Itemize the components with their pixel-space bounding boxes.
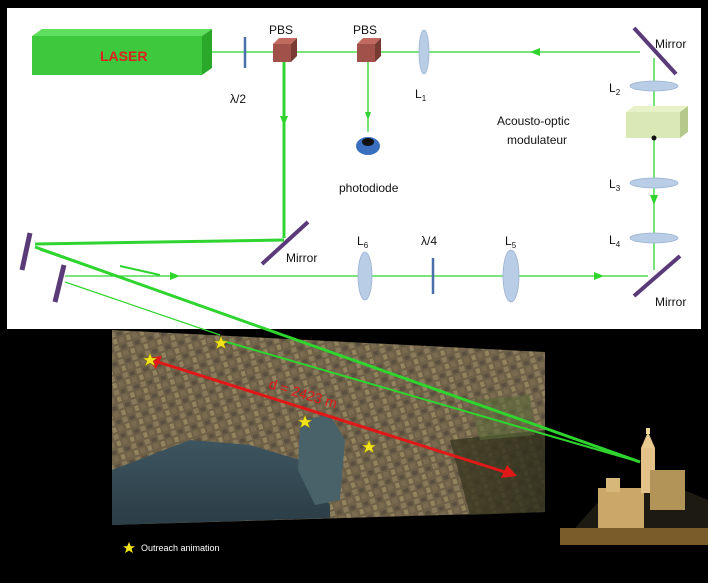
aom-label-line2: modulateur: [507, 133, 567, 147]
acousto-optic-modulator: [626, 106, 688, 141]
beam-to-map-upper: [64, 281, 221, 336]
mirror-bottom-right-label: Mirror: [655, 295, 686, 309]
mirror-left-2: [52, 264, 67, 303]
pbs-left: [273, 38, 297, 62]
lens-L6-label: L6: [357, 234, 369, 250]
lens-L3-label: L3: [609, 177, 621, 193]
star-icon: [142, 352, 158, 367]
mirror-left-1: [19, 232, 33, 271]
distance-arrow: [146, 356, 517, 478]
mirror-top-right-label: Mirror: [655, 37, 686, 51]
hill-area: [450, 430, 545, 515]
lens-L4-label: L4: [609, 233, 621, 249]
basilica-image: [560, 428, 708, 545]
arrow-bottom-right: [170, 272, 180, 280]
old-port: [298, 415, 345, 505]
photodiode-label: photodiode: [339, 181, 399, 195]
star-icon: [213, 335, 229, 350]
mirror-middle: [260, 220, 310, 266]
harbor-water: [112, 440, 330, 525]
outreach-stars: [142, 335, 377, 454]
pbs-right-label: PBS: [353, 23, 377, 37]
lens-L5-label: L5: [505, 234, 517, 250]
photodiode-icon: [356, 137, 380, 155]
lens-L5: [502, 249, 520, 303]
arrow-down-right: [650, 195, 658, 205]
laser-source: [32, 29, 212, 75]
lens-L3: [629, 177, 679, 189]
laser-label: LASER: [100, 48, 147, 64]
mirror-top-right: [632, 26, 678, 76]
lens-L6: [357, 251, 373, 301]
star-icon: [297, 414, 313, 429]
lens-L1-label: L1: [415, 87, 427, 103]
legend-star-icon: [123, 542, 135, 553]
lens-L1: [418, 29, 430, 75]
beam-to-basilica-1: [34, 245, 641, 464]
arrow-down-pbs: [280, 116, 288, 126]
beam-mirror-left: [34, 238, 285, 246]
pbs-right: [357, 38, 381, 62]
quarter-wave-label: λ/4: [421, 234, 437, 248]
thick-beams: [34, 62, 641, 464]
distance-label: d = 2423 m: [267, 376, 339, 412]
lens-L2: [629, 80, 679, 92]
mirror-middle-label: Mirror: [286, 251, 317, 265]
legend-label: Outreach animation: [141, 543, 220, 553]
half-wave-label: λ/2: [230, 92, 246, 106]
aom-label-line1: Acousto-optic: [497, 114, 570, 128]
beam-to-basilica-2: [219, 339, 641, 463]
arrow-shaft-left: [119, 265, 161, 276]
beam-arrows: [170, 48, 658, 280]
pbs-left-label: PBS: [269, 23, 293, 37]
arrow-down-photodiode: [365, 112, 371, 120]
mirror-bottom-right: [632, 254, 682, 298]
star-icon: [361, 439, 377, 454]
arrow-bottom-mid: [594, 272, 604, 280]
lens-L2-label: L2: [609, 81, 621, 97]
lens-L4: [629, 232, 679, 244]
arrow-top-left: [530, 48, 540, 56]
